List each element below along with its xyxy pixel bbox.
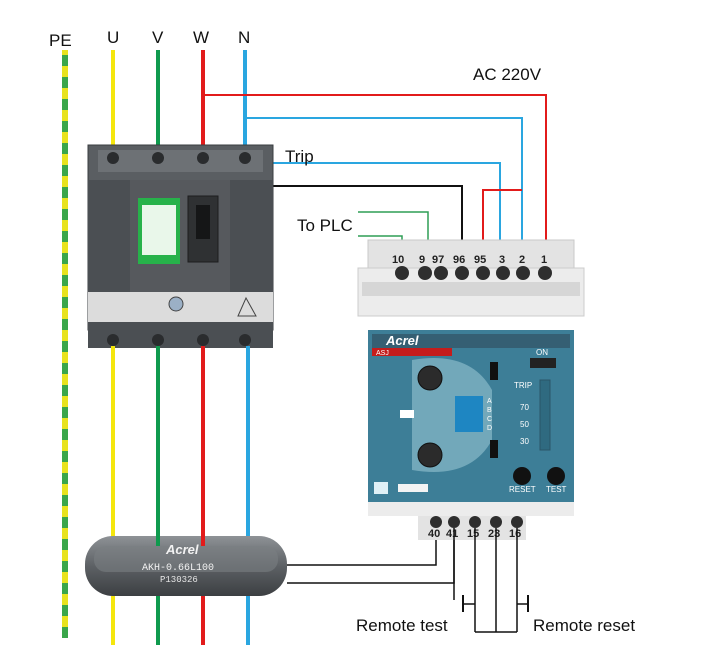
relay-on-label: ON [536,348,548,357]
dip-a: A [487,398,492,405]
terminal-97 [434,266,448,280]
term-label-95: 95 [474,254,486,266]
breaker-screw-u [107,152,119,164]
relay [357,239,585,540]
breaker-bottom-screw-u [107,334,119,346]
term-label-2: 2 [519,254,525,266]
label-remote-reset: Remote reset [533,616,636,635]
scale-50: 50 [520,420,529,429]
plc-wire-1 [358,211,429,250]
terminal-10 [395,266,409,280]
term-label-23: 23 [488,528,500,540]
terminal-23 [490,516,502,528]
term-label-10: 10 [392,254,404,266]
terminal-2 [516,266,530,280]
terminal-15 [469,516,481,528]
terminal-40 [430,516,442,528]
reset-button[interactable] [513,467,531,485]
dip-b: B [487,407,492,414]
trip-bar [539,379,551,451]
terminal-16 [511,516,523,528]
pe-wire [62,50,68,638]
ct-wire-1 [287,530,437,566]
term-label-41: 41 [446,528,458,540]
dip-d: D [487,425,492,432]
current-transformer: Acrel AKH-0.66L100 P130326 [85,536,287,596]
breaker-bottom-screw-w [197,334,209,346]
label-v: V [152,28,164,47]
ac-neutral-wire [245,117,523,250]
breaker-bottom-screw-n [239,334,251,346]
breaker-bottom-screw-v [152,334,164,346]
term-label-1: 1 [541,254,547,266]
ac-live-wire [203,94,547,250]
relay-top-terminals: 10 9 97 96 95 3 2 1 [392,254,552,280]
terminal-3 [496,266,510,280]
terminal-96 [455,266,469,280]
trip-wire-black [270,185,463,250]
relay-dial-1 [417,365,443,391]
term-label-15: 15 [467,528,479,540]
trip-jumper-red [482,189,522,250]
terminal-9 [418,266,432,280]
trip-wire-blue [270,162,501,250]
breaker-screw-n [239,152,251,164]
label-to-plc: To PLC [297,216,353,235]
label-u: U [107,28,120,47]
ct-model: AKH-0.66L100 [142,563,214,574]
scale-70: 70 [520,403,529,412]
terminal-41 [448,516,460,528]
breaker-dial [168,296,184,312]
relay-brand: Acrel [385,333,419,348]
scale-30: 30 [520,437,529,446]
relay-bottom-terminals: 40 41 15 23 16 [428,516,523,540]
label-ac-220v: AC 220V [473,65,542,84]
label-pe: PE [49,31,72,50]
terminal-1 [538,266,552,280]
remote-test-pushbutton-icon [462,595,475,612]
label-remote-test: Remote test [356,616,448,635]
ct-brand: Acrel [165,542,199,557]
relay-trip-label: TRIP [514,381,532,390]
relay-dial-2 [417,442,443,468]
dip-c: C [487,416,492,423]
circuit-breaker [87,144,274,348]
relay-reset-label: RESET [509,485,536,494]
label-trip: Trip [285,147,314,166]
on-indicator [530,358,556,368]
label-w: W [193,28,210,47]
relay-dip-switch [455,396,483,432]
breaker-screw-w [197,152,209,164]
ct-serial: P130326 [160,575,198,585]
relay-model: ASJ [376,350,389,357]
label-n: N [238,28,251,47]
test-button[interactable] [547,467,565,485]
term-label-9: 9 [419,254,425,266]
relay-test-label: TEST [546,485,567,494]
term-label-97: 97 [432,254,444,266]
remote-reset-pushbutton-icon [517,595,529,612]
term-label-3: 3 [499,254,505,266]
breaker-screw-v [152,152,164,164]
terminal-95 [476,266,490,280]
term-label-40: 40 [428,528,440,540]
term-label-96: 96 [453,254,465,266]
term-label-16: 16 [509,528,521,540]
